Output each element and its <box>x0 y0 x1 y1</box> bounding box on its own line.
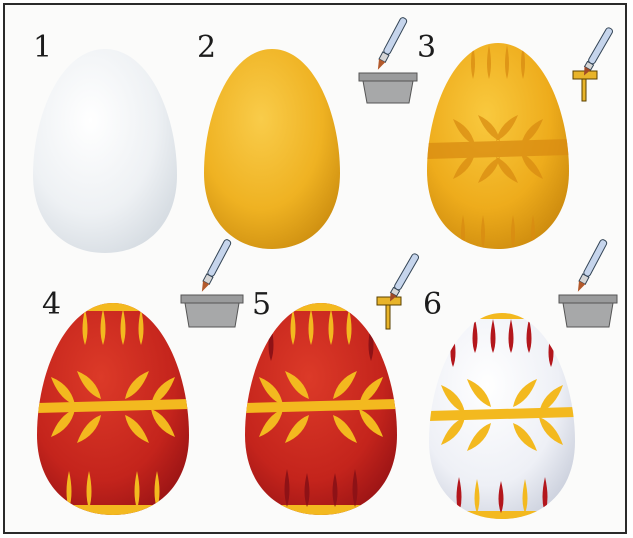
brush-and-dye-bowl-icon <box>557 233 623 331</box>
egg-1-plain-white <box>27 45 183 257</box>
brush-and-wax-stylus-icon <box>371 249 433 337</box>
egg-2-yellow <box>199 45 345 253</box>
brush-and-dye-bowl-icon <box>357 11 423 107</box>
brush-and-dye-bowl-icon <box>179 233 249 331</box>
egg-6-white-finished <box>425 309 579 523</box>
illustration-frame: 1 2 3 4 5 6 <box>3 3 627 534</box>
brush-and-wax-stylus-icon <box>565 23 625 109</box>
egg-3-yellow-patterned <box>423 39 573 253</box>
egg-4-red-yellow-pattern <box>33 299 193 519</box>
